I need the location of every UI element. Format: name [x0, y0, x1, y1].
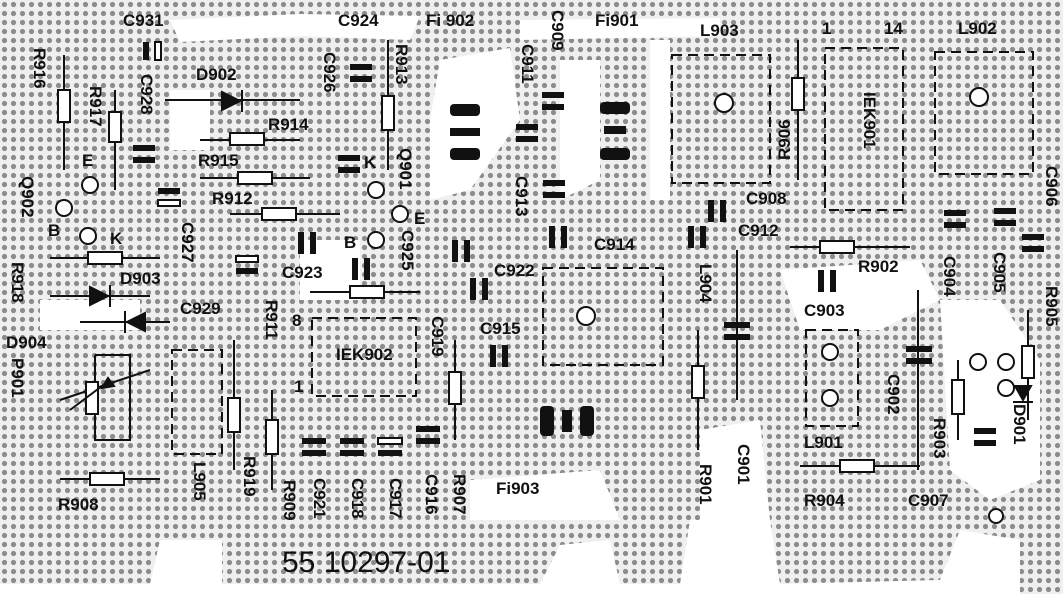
- capacitors: [133, 41, 1044, 456]
- label-c902: C902: [884, 374, 903, 415]
- label-c927: C927: [178, 222, 197, 263]
- label-c922: C922: [494, 261, 535, 280]
- label-l902: L902: [958, 19, 997, 38]
- pads: [55, 87, 1015, 524]
- label-r904: R904: [804, 491, 845, 510]
- label-d904: D904: [6, 333, 47, 352]
- label-c916: C916: [422, 474, 441, 515]
- label-r919: R919: [240, 456, 259, 497]
- label-r905: R905: [1042, 286, 1061, 327]
- label-fi901: Fi901: [595, 11, 639, 30]
- label-r902: R902: [858, 257, 899, 276]
- label-r907: R907: [450, 474, 469, 515]
- label-r915: R915: [198, 151, 239, 170]
- label-e2: E: [414, 209, 426, 228]
- diodes: [89, 90, 1033, 403]
- label-r909: R909: [280, 480, 299, 521]
- label-l905: L905: [190, 462, 209, 501]
- label-l903: L903: [700, 21, 739, 40]
- label-p901: P901: [8, 358, 27, 398]
- label-pin1: 1: [822, 19, 832, 38]
- label-c907: C907: [908, 491, 949, 510]
- label-c925: C925: [398, 230, 417, 271]
- label-l901: L901: [804, 433, 843, 452]
- label-c923: C923: [282, 263, 323, 282]
- label-q901: Q901: [396, 148, 415, 190]
- label-r916: R916: [30, 48, 49, 89]
- label-c912: C912: [738, 221, 779, 240]
- label-c913: C913: [512, 176, 531, 217]
- label-pin14: 14: [884, 19, 903, 38]
- label-r908: R908: [58, 495, 99, 514]
- label-c928: C928: [137, 74, 156, 115]
- label-c911: C911: [518, 44, 537, 84]
- label-c905: C905: [990, 252, 1009, 293]
- label-c929: C929: [180, 299, 221, 318]
- label-c919: C919: [428, 316, 447, 357]
- label-d903: D903: [120, 269, 161, 288]
- potentiometer-p901: [69, 376, 116, 415]
- label-d902: D902: [196, 65, 237, 84]
- label-c931: C931: [123, 11, 164, 30]
- label-r918: R918: [8, 262, 27, 303]
- label-c901: C901: [734, 444, 753, 485]
- label-c915: C915: [480, 319, 521, 338]
- label-r901: R901: [696, 464, 715, 505]
- label-r903: R903: [930, 418, 949, 459]
- label-e1: E: [82, 151, 94, 170]
- label-r914: R914: [268, 115, 309, 134]
- label-r913: R913: [392, 44, 411, 85]
- label-r912: R912: [212, 189, 253, 208]
- label-r917: R917: [86, 86, 105, 127]
- label-c926: C926: [320, 52, 339, 93]
- label-c903: C903: [804, 301, 845, 320]
- label-pin8: 8: [292, 311, 302, 330]
- label-c908: C908: [746, 189, 787, 208]
- label-b2: B: [344, 233, 357, 252]
- label-c909: C909: [548, 10, 567, 51]
- label-fi902: Fi 902: [426, 11, 475, 30]
- label-k1: K: [364, 153, 377, 172]
- label-c906: C906: [1042, 166, 1061, 207]
- label-b1: B: [48, 221, 61, 240]
- label-iek901: IEK901: [860, 92, 879, 149]
- component-outlines: [171, 47, 1034, 455]
- label-fi903: Fi903: [496, 479, 540, 498]
- label-d901: D901: [1010, 404, 1029, 445]
- label-k2: K: [110, 229, 123, 248]
- label-c921: C921: [310, 478, 329, 519]
- label-l904: L904: [696, 264, 715, 303]
- label-r911: R911: [262, 300, 281, 340]
- label-c914: C914: [594, 235, 635, 254]
- label-q902: Q902: [18, 176, 37, 218]
- label-c924: C924: [338, 11, 379, 30]
- label-c904: C904: [940, 256, 959, 297]
- label-iek902: IEK902: [336, 345, 393, 364]
- label-pin1b: 1: [294, 377, 304, 396]
- label-r906: R906: [775, 119, 794, 160]
- part-number: 55 10297-01: [282, 546, 451, 579]
- label-c918: C918: [348, 478, 367, 519]
- label-c917: C917: [386, 478, 405, 519]
- resistors: [57, 77, 1035, 486]
